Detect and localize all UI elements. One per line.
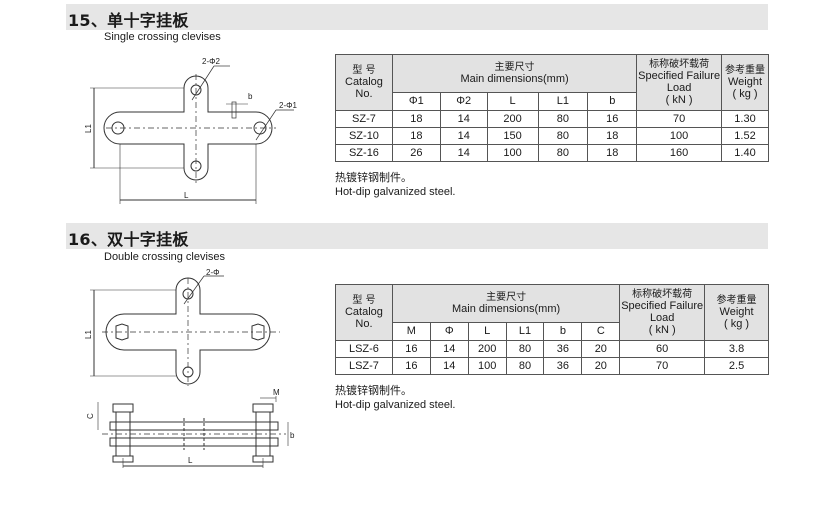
table-cell: 100 xyxy=(486,144,539,162)
single-hole1-label: 2-Φ1 xyxy=(279,101,297,110)
table-header-load: 标称破坏载荷 Specified Failure Load ( kN ) xyxy=(636,54,723,111)
table-cell: 1.30 xyxy=(721,110,769,128)
table-col-header: L1 xyxy=(505,322,545,341)
single-b-label: b xyxy=(248,92,253,101)
table-header-catalog: 型 号 Catalog No. xyxy=(335,54,393,111)
single-clevis-table: 型 号 Catalog No. 主要尺寸 Main dimensions(mm)… xyxy=(335,54,769,162)
table-cell: 200 xyxy=(486,110,539,128)
single-hole2-label: 2-Φ2 xyxy=(202,57,220,66)
table-cell: LSZ-6 xyxy=(335,340,393,358)
table-cell: 60 xyxy=(619,340,706,358)
section-16-note: 热镀锌钢制件。 Hot-dip galvanized steel. xyxy=(335,383,455,413)
table-cell: LSZ-7 xyxy=(335,357,393,375)
table-row: LSZ-6 16 14 200 80 36 20 60 3.8 xyxy=(335,340,769,358)
table-cell: 18 xyxy=(587,144,638,162)
table-col-header: b xyxy=(587,92,638,111)
table-cell: SZ-16 xyxy=(335,144,393,162)
table-cell: 14 xyxy=(439,144,488,162)
table-cell: SZ-10 xyxy=(335,127,393,145)
table-col-header: C xyxy=(581,322,621,341)
table-cell: 18 xyxy=(391,127,441,145)
table-cell: 100 xyxy=(636,127,723,145)
table-row: SZ-7 18 14 200 80 16 70 1.30 xyxy=(335,110,769,128)
note-en: Hot-dip galvanized steel. xyxy=(335,399,456,411)
table-cell: 80 xyxy=(537,110,589,128)
table-col-header: M xyxy=(391,322,431,341)
double-clevis-side-view: M C b L xyxy=(86,388,295,468)
table-cell: 16 xyxy=(391,357,431,375)
section-15-subtitle: Single crossing clevises xyxy=(104,31,221,43)
table-cell: 160 xyxy=(636,144,723,162)
table-cell: 80 xyxy=(505,357,545,375)
table-cell: 80 xyxy=(505,340,545,358)
table-cell: 14 xyxy=(429,357,469,375)
table-header-catalog: 型 号 Catalog No. xyxy=(335,284,393,341)
double-clevis-drawing: 2-Φ L1 xyxy=(84,268,280,386)
table-header-dimensions: 主要尺寸 Main dimensions(mm) xyxy=(391,284,621,323)
table-cell: 16 xyxy=(587,110,638,128)
table-header-weight: 参考重量 Weight ( kg ) xyxy=(704,284,769,341)
table-cell: 200 xyxy=(467,340,507,358)
table-col-header: L xyxy=(467,322,507,341)
table-cell: 150 xyxy=(486,127,539,145)
double-clevis-table: 型 号 Catalog No. 主要尺寸 Main dimensions(mm)… xyxy=(335,284,769,375)
table-cell: 14 xyxy=(429,340,469,358)
table-cell: 20 xyxy=(581,340,621,358)
table-cell: 14 xyxy=(439,110,488,128)
table-col-header: Φ1 xyxy=(391,92,441,111)
table-cell: 3.8 xyxy=(704,340,769,358)
table-header-load: 标称破坏载荷 Specified Failure Load ( kN ) xyxy=(619,284,706,341)
table-cell: 2.5 xyxy=(704,357,769,375)
table-header-weight: 参考重量 Weight ( kg ) xyxy=(721,54,769,111)
section-15-title: 15、单十字挂板 xyxy=(68,11,189,30)
table-cell: 70 xyxy=(619,357,706,375)
table-row: LSZ-7 16 14 100 80 36 20 70 2.5 xyxy=(335,357,769,375)
section-15-note: 热镀锌钢制件。 Hot-dip galvanized steel. xyxy=(335,170,455,200)
note-en: Hot-dip galvanized steel. xyxy=(335,186,456,198)
table-cell: 18 xyxy=(391,110,441,128)
table-cell: 100 xyxy=(467,357,507,375)
table-row: SZ-16 26 14 100 80 18 160 1.40 xyxy=(335,144,769,162)
table-col-header: L1 xyxy=(537,92,589,111)
double-l-label: L xyxy=(188,456,193,465)
double-hole-label: 2-Φ xyxy=(206,268,220,277)
table-col-header: Φ xyxy=(429,322,469,341)
single-l-label: L xyxy=(184,191,189,200)
section-16-subtitle: Double crossing clevises xyxy=(104,251,226,263)
table-cell: 80 xyxy=(537,127,589,145)
single-clevis-drawing: 2-Φ2 2-Φ1 b L1 L xyxy=(84,57,297,204)
table-col-header: L xyxy=(486,92,539,111)
table-cell: 70 xyxy=(636,110,723,128)
double-b-label: b xyxy=(290,431,295,440)
table-cell: 1.52 xyxy=(721,127,769,145)
double-m-label: M xyxy=(273,388,280,397)
section-16-header: 16、双十字挂板 xyxy=(66,223,768,249)
table-cell: 36 xyxy=(543,340,583,358)
table-cell: 36 xyxy=(543,357,583,375)
table-cell: 18 xyxy=(587,127,638,145)
table-cell: 14 xyxy=(439,127,488,145)
table-cell: 1.40 xyxy=(721,144,769,162)
table-cell: 26 xyxy=(391,144,441,162)
section-16-title: 16、双十字挂板 xyxy=(68,230,189,249)
table-col-header: Φ2 xyxy=(439,92,488,111)
table-row: SZ-10 18 14 150 80 18 100 1.52 xyxy=(335,127,769,145)
note-cn: 热镀锌钢制件。 xyxy=(335,171,412,184)
section-15-header: 15、单十字挂板 xyxy=(66,4,768,30)
table-col-header: b xyxy=(543,322,583,341)
double-c-label: C xyxy=(86,413,95,419)
table-cell: 16 xyxy=(391,340,431,358)
note-cn: 热镀锌钢制件。 xyxy=(335,384,412,397)
table-cell: SZ-7 xyxy=(335,110,393,128)
table-cell: 80 xyxy=(537,144,589,162)
single-l1-label: L1 xyxy=(84,124,93,133)
table-cell: 20 xyxy=(581,357,621,375)
table-header-dimensions: 主要尺寸 Main dimensions(mm) xyxy=(391,54,638,93)
double-l1-label: L1 xyxy=(84,330,93,339)
